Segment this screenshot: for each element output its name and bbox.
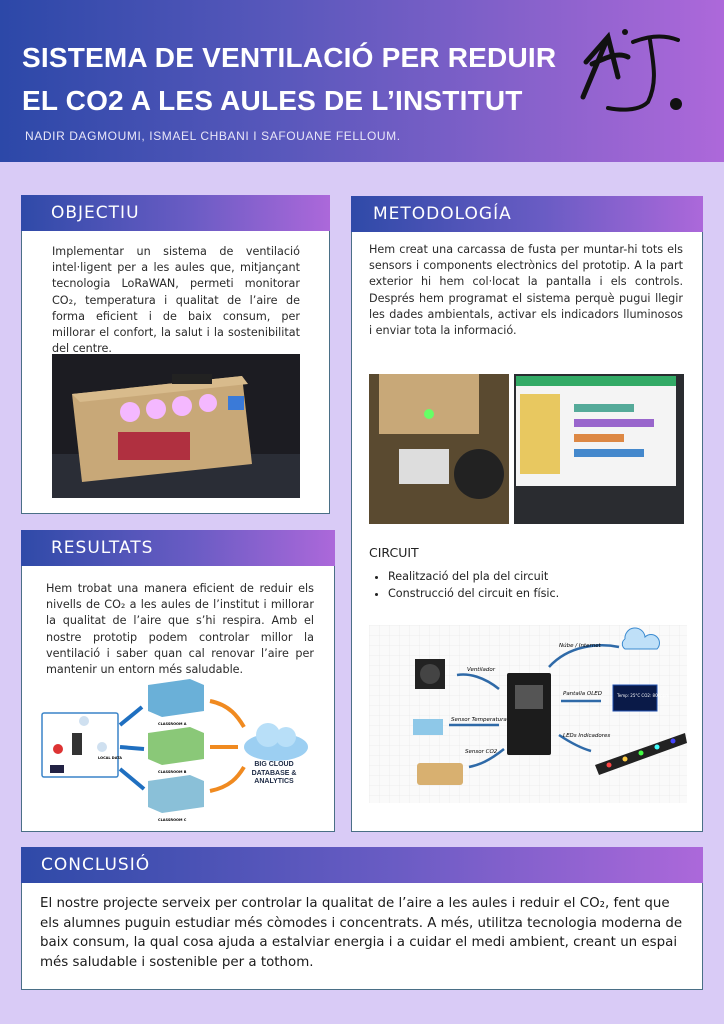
programming-photo <box>514 374 684 524</box>
conclusio-section: CONCLUSIÓ El nostre projecte serveix per… <box>21 847 703 990</box>
poster-header: SISTEMA DE VENTILACIÓ PER REDUIR EL CO2 … <box>0 0 724 162</box>
section-title: OBJECTIU <box>51 203 140 223</box>
conclusio-text: El nostre projecte serveix per controlar… <box>40 896 683 970</box>
section-header: RESULTATS <box>21 530 335 566</box>
temp-sensor-label: Sensor Temperatura <box>451 717 507 723</box>
list-item: Construcció del circuit en físic. <box>388 585 559 602</box>
classroom-c-label: CLASSROOM C <box>158 818 187 822</box>
objectiu-section: OBJECTIU Implementar un sistema de venti… <box>21 195 330 514</box>
classroom-b: CLASSROOM B <box>148 727 204 774</box>
section-header: METODOLOGÍA <box>351 196 703 232</box>
metodologia-text: Hem creat una carcassa de fusta per munt… <box>369 243 683 338</box>
resultats-section: RESULTATS Hem trobat una manera eficient… <box>21 530 335 832</box>
cloud-icon <box>244 723 308 761</box>
network-diagram: LOCAL DATA CLASSROOM A CLASSROOM B CLASS… <box>40 677 312 825</box>
section-header: CONCLUSIÓ <box>21 847 703 883</box>
oled-label: Pantalla OLED <box>563 691 602 697</box>
assembly-photo <box>369 374 509 524</box>
classroom-c: CLASSROOM C <box>148 775 204 822</box>
leds-label: LEDs Indicadores <box>563 733 610 739</box>
section-title: METODOLOGÍA <box>373 204 512 224</box>
classroom-b-label: CLASSROOM B <box>158 770 187 774</box>
objectiu-text: Implementar un sistema de ventilació int… <box>52 245 300 356</box>
section-header: OBJECTIU <box>21 195 330 231</box>
oled-text: Temp: 25°C CO2: 800ppm <box>616 693 669 698</box>
list-item: Realització del pla del circuit <box>388 568 559 585</box>
circuit-heading: CIRCUIT <box>369 545 419 560</box>
title-line-1: SISTEMA DE VENTILACIÓ PER REDUIR <box>22 42 557 73</box>
cloud-label: Núbe / Internet <box>559 642 602 649</box>
poster-title: SISTEMA DE VENTILACIÓ PER REDUIR EL CO2 … <box>22 36 556 122</box>
resultats-text: Hem trobat una manera eficient de reduir… <box>46 582 314 677</box>
circuit-diagram: Temp: 25°C CO2: 800ppm Núbe / Internet V… <box>369 625 687 803</box>
oled-display <box>612 684 658 712</box>
school-logo <box>580 29 682 112</box>
local-data-label: LOCAL DATA <box>98 756 122 760</box>
cloud-icon <box>621 627 660 650</box>
classroom-a-label: CLASSROOM A <box>158 722 187 726</box>
circuit-steps: Realització del pla del circuit Construc… <box>388 568 559 602</box>
metodologia-section: METODOLOGÍA Hem creat una carcassa de fu… <box>351 196 703 832</box>
prototype-photo <box>52 354 300 498</box>
cloud-label: BIG CLOUD DATABASE & ANALYTICS <box>251 761 297 785</box>
classroom-a: CLASSROOM A <box>148 679 204 726</box>
section-title: RESULTATS <box>51 538 154 558</box>
fan-label: Ventilador <box>467 667 496 673</box>
title-line-2: EL CO2 A LES AULES DE L’INSTITUT <box>22 85 523 116</box>
authors: NADIR DAGMOUMI, ISMAEL CHBANI I SAFOUANE… <box>25 129 401 143</box>
co2-sensor-label: Sensor CO2 <box>465 749 498 755</box>
section-title: CONCLUSIÓ <box>41 855 151 875</box>
